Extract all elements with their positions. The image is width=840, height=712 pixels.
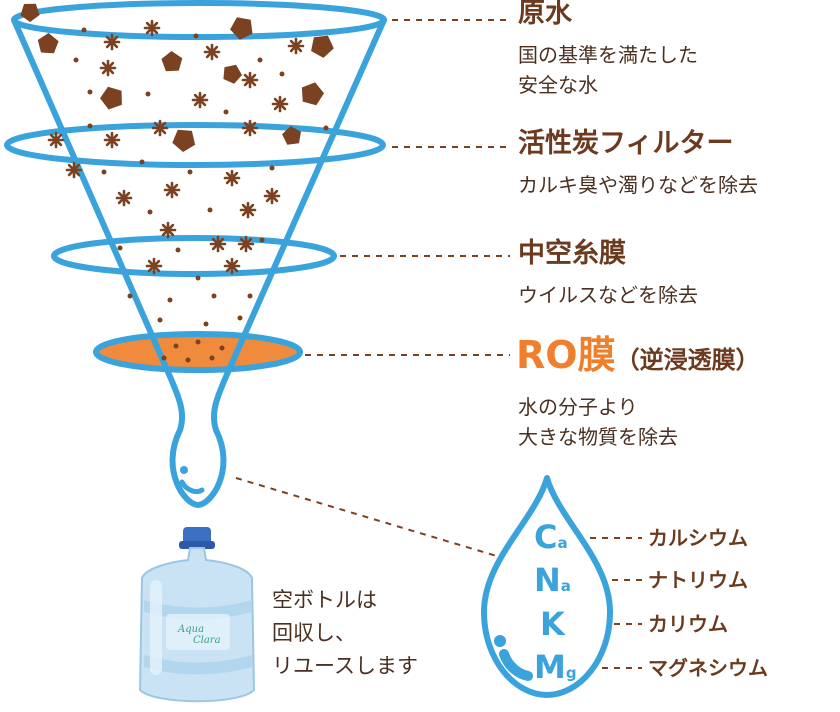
stage-desc-ro-2: 大きな物質を除去 (518, 422, 678, 452)
stage-desc-ro-1: 水の分子より (518, 392, 638, 422)
particle-dot (210, 356, 215, 361)
particle-star (165, 183, 179, 197)
bottle-brand-line2: Clara (193, 635, 221, 646)
particle-star (289, 39, 303, 53)
particle-dot (280, 72, 285, 77)
particle-dot (168, 298, 173, 303)
particles-group (21, 4, 334, 363)
particle-dot (212, 294, 217, 299)
particle-large (302, 82, 324, 105)
particle-dot (220, 346, 225, 351)
particle-dot (118, 246, 123, 251)
particle-dot (102, 170, 107, 175)
particle-star (101, 61, 115, 75)
water-bottle-icon: Aqua Clara (140, 527, 254, 701)
mineral-symbol-mg: Mg (534, 648, 577, 686)
particle-dot (88, 90, 93, 95)
mineral-name-calcium: カルシウム (648, 526, 748, 550)
stage-desc-hollow-fiber: ウイルスなどを除去 (518, 280, 698, 310)
particle-star (105, 35, 119, 49)
particle-dot (158, 318, 163, 323)
particle-dot (128, 294, 133, 299)
particle-star (193, 93, 207, 107)
particle-star (49, 133, 63, 147)
particle-dot (204, 322, 209, 327)
mineral-symbol-k: K (540, 605, 565, 643)
particle-dot (188, 170, 193, 175)
particle-star (145, 21, 159, 35)
particle-star (243, 121, 257, 135)
particle-star (225, 259, 239, 273)
particle-star (241, 203, 255, 217)
ro-title-main: RO膜 (516, 333, 616, 377)
particle-star (147, 259, 161, 273)
particle-star (105, 133, 119, 147)
stage-title-hollow-fiber: 中空糸膜 (518, 238, 626, 270)
particle-dot (88, 124, 93, 129)
particle-star (67, 163, 81, 177)
mineral-name-sodium: ナトリウム (648, 568, 748, 592)
mineral-symbol-ca: Ca (534, 518, 568, 556)
particle-dot (324, 126, 329, 131)
stage-desc-raw-water-2: 安全な水 (518, 70, 598, 100)
particle-large (223, 65, 242, 84)
particle-dot (238, 316, 243, 321)
particle-large (21, 4, 40, 22)
particle-dot (194, 34, 199, 39)
mineral-name-magnesium: マグネシウム (648, 656, 768, 680)
particle-dot (174, 344, 179, 349)
particle-star (225, 171, 239, 185)
particle-dot (196, 340, 201, 345)
particle-dot (82, 28, 87, 33)
raw-water-ring (14, 3, 384, 37)
particle-star (117, 191, 131, 205)
bottle-brand-line1: Aqua (177, 624, 204, 635)
particle-star (205, 45, 219, 59)
particle-star (265, 189, 279, 203)
particle-large (172, 130, 195, 152)
bottle-caption-3: リユースします (272, 650, 418, 683)
particle-star (153, 121, 167, 135)
particle-star (243, 73, 257, 87)
particle-dot (270, 166, 275, 171)
stage-desc-raw-water-1: 国の基準を満たした (518, 40, 698, 70)
ro-title-sub: （逆浸透膜） (616, 346, 760, 374)
particle-dot (258, 58, 263, 63)
particle-star (273, 97, 287, 111)
particle-large (38, 33, 59, 53)
mineral-name-potassium: カリウム (648, 612, 728, 636)
particle-dot (162, 356, 167, 361)
hollow-fiber-ring (54, 238, 334, 274)
particle-large (161, 51, 182, 71)
stage-title-raw-water: 原水 (518, 0, 572, 30)
particle-dot (208, 208, 213, 213)
particle-star (239, 237, 253, 251)
particle-dot (146, 92, 151, 97)
stage-desc-carbon-filter: カルキ臭や濁りなどを除去 (518, 170, 758, 200)
particle-dot (140, 160, 145, 165)
particle-dot (74, 58, 79, 63)
stage-title-carbon-filter: 活性炭フィルター (518, 128, 733, 160)
particle-dot (196, 276, 201, 281)
particle-large (100, 87, 122, 110)
funnel-icon (7, 3, 384, 505)
particle-large (311, 36, 334, 58)
particle-dot (148, 210, 153, 215)
particle-dot (176, 248, 181, 253)
particle-dot (248, 294, 253, 299)
particle-dot (260, 238, 265, 243)
particle-dot (224, 110, 229, 115)
bottle-caption-1: 空ボトルは (272, 584, 377, 617)
particle-star (161, 223, 175, 237)
mineral-symbol-na: Na (534, 561, 571, 599)
particle-dot (186, 358, 191, 363)
stage-title-ro-membrane: RO膜（逆浸透膜） (516, 333, 760, 382)
particle-star (211, 237, 225, 251)
bottle-caption-2: 回収し、 (272, 617, 356, 650)
